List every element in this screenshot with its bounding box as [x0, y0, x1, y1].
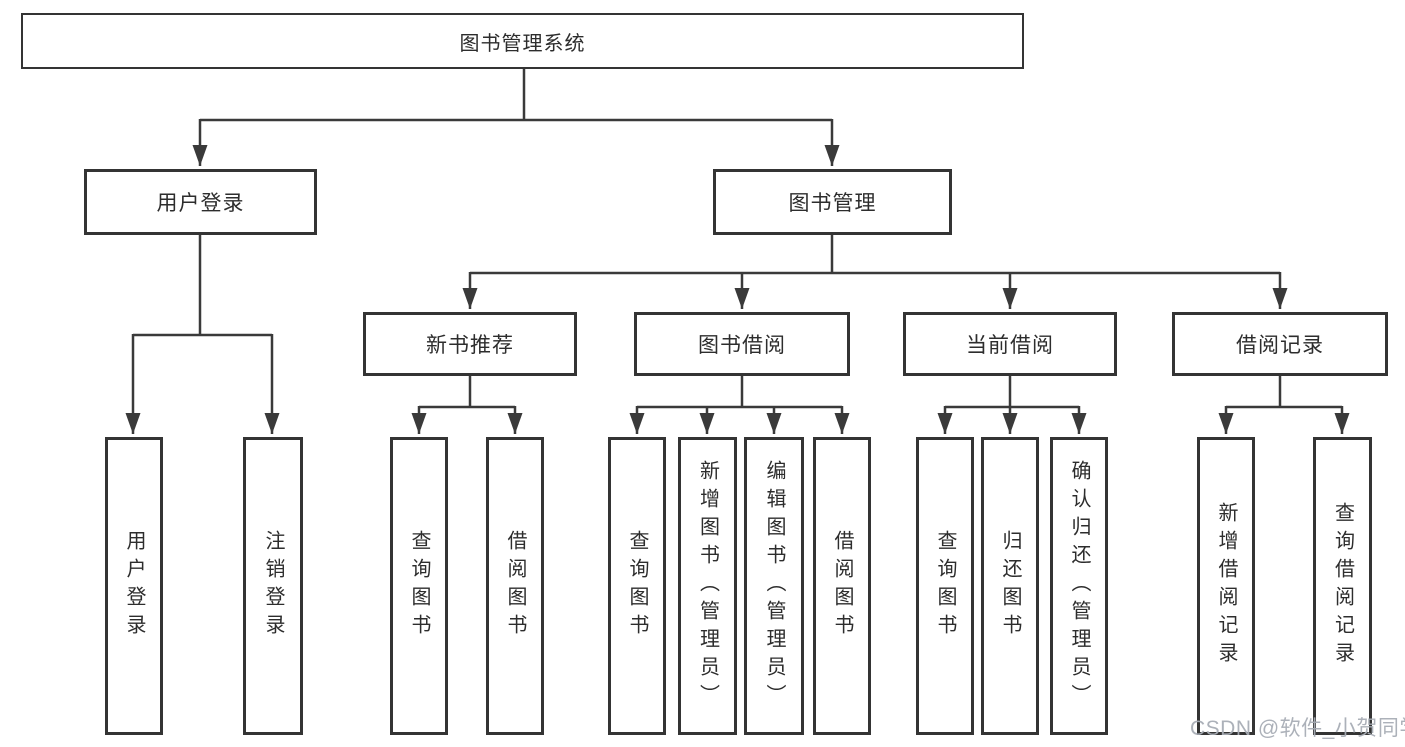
node-label: 当前借阅 — [966, 334, 1054, 357]
leaf-edit-book-admin: 编辑图书（管理员） — [744, 437, 804, 735]
leaf-query-borrow-record: 查询借阅记录 — [1313, 437, 1372, 735]
leaf-return-book: 归还图书 — [981, 437, 1039, 735]
leaf-label: 查询图书 — [934, 530, 956, 642]
leaf-user-login: 用户登录 — [105, 437, 163, 735]
connector-book-mgmt-to-level3 — [462, 235, 1288, 309]
node-book-management: 图书管理 — [713, 169, 952, 235]
leaf-confirm-return-admin: 确认归还（管理员） — [1050, 437, 1108, 735]
node-label: 用户登录 — [156, 192, 245, 215]
node-borrow-record: 借阅记录 — [1172, 312, 1388, 376]
node-label: 图书管理 — [788, 192, 877, 215]
leaf-query-book-2: 查询图书 — [608, 437, 666, 735]
leaf-query-book-3: 查询图书 — [916, 437, 974, 735]
leaf-label: 借阅图书 — [504, 530, 526, 642]
leaf-query-book-1: 查询图书 — [390, 437, 448, 735]
connector-user-login-to-leaves — [125, 235, 280, 434]
leaf-label: 查询图书 — [626, 530, 648, 642]
leaf-label: 新增借阅记录 — [1215, 502, 1237, 670]
leaf-logout: 注销登录 — [243, 437, 303, 735]
leaf-label: 查询借阅记录 — [1331, 502, 1354, 670]
node-user-login: 用户登录 — [84, 169, 317, 235]
node-current-borrow: 当前借阅 — [903, 312, 1117, 376]
connector-borrow-record-to-leaves — [1218, 376, 1350, 434]
leaf-borrow-book-1: 借阅图书 — [486, 437, 544, 735]
node-root-label: 图书管理系统 — [459, 32, 586, 55]
connector-new-book-to-leaves — [411, 376, 523, 434]
leaf-borrow-book-2: 借阅图书 — [813, 437, 871, 735]
leaf-label: 借阅图书 — [831, 530, 853, 642]
connector-root-to-level2 — [192, 69, 840, 166]
node-label: 新书推荐 — [426, 334, 514, 357]
node-label: 图书借阅 — [698, 334, 786, 357]
leaf-label: 编辑图书（管理员） — [763, 460, 785, 712]
leaf-label: 确认归还（管理员） — [1068, 460, 1090, 712]
node-new-book-recommend: 新书推荐 — [363, 312, 577, 376]
leaf-label: 用户登录 — [123, 530, 145, 642]
leaf-add-borrow-record: 新增借阅记录 — [1197, 437, 1255, 735]
leaf-label: 归还图书 — [999, 530, 1021, 642]
node-root-system: 图书管理系统 — [21, 13, 1024, 69]
node-label: 借阅记录 — [1236, 334, 1324, 357]
connector-current-borrow-to-leaves — [937, 376, 1087, 434]
leaf-label: 新增图书（管理员） — [696, 460, 719, 712]
leaf-label: 注销登录 — [262, 530, 284, 642]
leaf-label: 查询图书 — [408, 530, 430, 642]
connector-book-borrow-to-leaves — [629, 376, 850, 434]
node-book-borrow: 图书借阅 — [634, 312, 850, 376]
csdn-watermark: CSDN @软件_小贺同学 — [1190, 717, 1405, 740]
leaf-add-book-admin: 新增图书（管理员） — [678, 437, 737, 735]
